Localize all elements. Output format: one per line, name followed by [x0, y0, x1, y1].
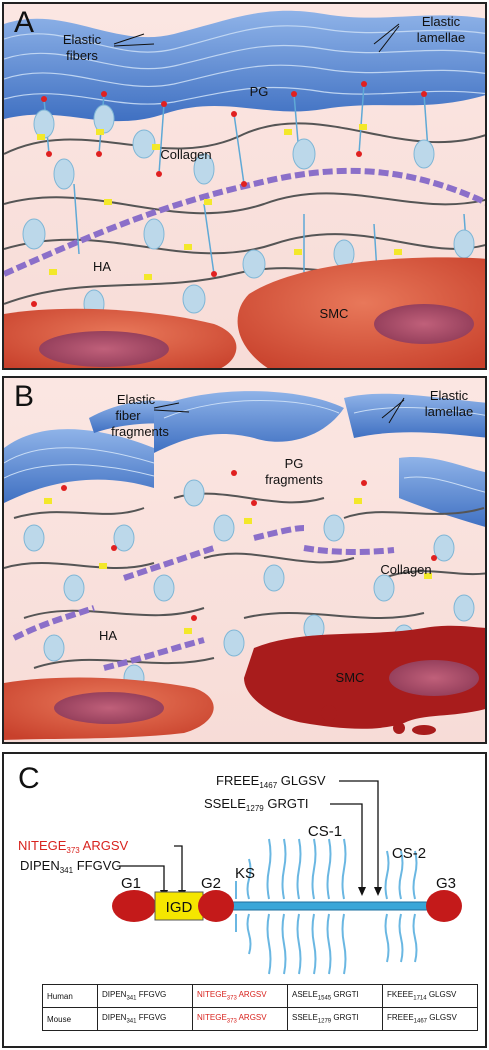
- table-cell: DIPEN341 FFGVG: [97, 1007, 193, 1031]
- label-smc: SMC: [320, 306, 349, 321]
- panel-b: Elastic fiber fragments Elastic lamellae…: [2, 376, 487, 744]
- gag-chains: [235, 838, 418, 975]
- species-cell: Human: [42, 984, 98, 1008]
- label-ks: KS: [235, 865, 255, 882]
- label-cs1: CS-1: [308, 823, 342, 840]
- table-cell: FREEE1467 GLGSV: [382, 1007, 478, 1031]
- cleavage-arrows: [119, 780, 379, 892]
- table-cell: NITEGE373 ARGSV: [192, 1007, 288, 1031]
- species-cleavage-table: Human DIPEN341 FFGVG NITEGE373 ARGSV ASE…: [42, 984, 478, 1031]
- label-g2: G2: [201, 875, 221, 892]
- panel-letter: B: [14, 380, 35, 413]
- label-elastic-fibers-1: Elastic: [63, 32, 102, 47]
- collagen-fragments: [4, 492, 485, 679]
- label-cs2: CS-2: [392, 845, 426, 862]
- elastic-fiber-band: [4, 10, 485, 122]
- smc-nucleus-left: [54, 692, 164, 724]
- hyaluronan-chain: [4, 167, 485, 277]
- elastic-fiber-fragments: [4, 391, 485, 527]
- label-elastic-fiber-fragments-3: fragments: [111, 424, 169, 439]
- g2-globule: [198, 890, 234, 922]
- label-elastic-lamellae-1: Elastic: [422, 14, 461, 29]
- cleavage-site-1: FREEE1467 GLGSV: [216, 773, 326, 790]
- label-ha: HA: [93, 259, 111, 274]
- table-row: Mouse DIPEN341 FFGVG NITEGE373 ARGSV SSE…: [42, 1007, 478, 1031]
- label-elastic-fiber-fragments-1: Elastic: [117, 392, 156, 407]
- hyaluronan-fragments: [12, 525, 395, 671]
- cleavage-site-2: SSELE1279 GRGTI: [204, 796, 309, 813]
- panel-letter: C: [18, 762, 40, 795]
- pg-fragments: [23, 470, 475, 692]
- smc-nucleus-right: [374, 304, 474, 344]
- species-cell: Mouse: [42, 1007, 98, 1031]
- table-cell: SSELE1279 GRGTI: [287, 1007, 383, 1031]
- panel-letter: A: [14, 6, 35, 39]
- g1-globule: [112, 890, 156, 922]
- label-g1: G1: [121, 875, 141, 892]
- table-cell: DIPEN341 FFGVG: [97, 984, 193, 1008]
- label-elastic-fiber-fragments-2: fiber: [115, 408, 141, 423]
- table-cell: NITEGE373 ARGSV: [192, 984, 288, 1008]
- smc-nucleus-damaged: [389, 660, 479, 696]
- g3-globule: [426, 890, 462, 922]
- label-elastic-lamellae-2: lamellae: [417, 30, 465, 45]
- label-pg-fragments-1: PG: [285, 456, 304, 471]
- label-collagen: Collagen: [380, 562, 431, 577]
- panel-a: Elastic fibers Elastic lamellae PG Colla…: [2, 2, 487, 370]
- panel-a-illustration: Elastic fibers Elastic lamellae PG Colla…: [4, 4, 485, 368]
- table-row: Human DIPEN341 FFGVG NITEGE373 ARGSV ASE…: [42, 984, 478, 1008]
- label-pg-fragments-2: fragments: [265, 472, 323, 487]
- panel-b-illustration: Elastic fiber fragments Elastic lamellae…: [4, 378, 485, 742]
- panel-c: FREEE1467 GLGSV SSELE1279 GRGTI NITEGE37…: [2, 752, 487, 1048]
- aggrecan-domain-diagram: FREEE1467 GLGSV SSELE1279 GRGTI NITEGE37…: [18, 773, 462, 975]
- smc-nucleus-left: [39, 331, 169, 367]
- cleavage-site-3: NITEGE373 ARGSV: [18, 838, 129, 855]
- smc-damaged: [244, 625, 485, 729]
- label-igd: IGD: [166, 899, 193, 916]
- label-smc: SMC: [336, 670, 365, 685]
- label-elastic-lamellae-1: Elastic: [430, 388, 469, 403]
- table-cell: FKEEE1714 GLGSV: [382, 984, 478, 1008]
- label-collagen: Collagen: [160, 147, 211, 162]
- table-cell: ASELE1545 GRGTI: [287, 984, 383, 1008]
- label-pg: PG: [250, 84, 269, 99]
- label-elastic-lamellae-2: lamellae: [425, 404, 473, 419]
- cleavage-site-4: DIPEN341 FFGVG: [20, 858, 121, 875]
- label-g3: G3: [436, 875, 456, 892]
- igd-domain: [154, 891, 204, 921]
- label-ha: HA: [99, 628, 117, 643]
- label-elastic-fibers-2: fibers: [66, 48, 98, 63]
- proteoglycans: [22, 81, 475, 319]
